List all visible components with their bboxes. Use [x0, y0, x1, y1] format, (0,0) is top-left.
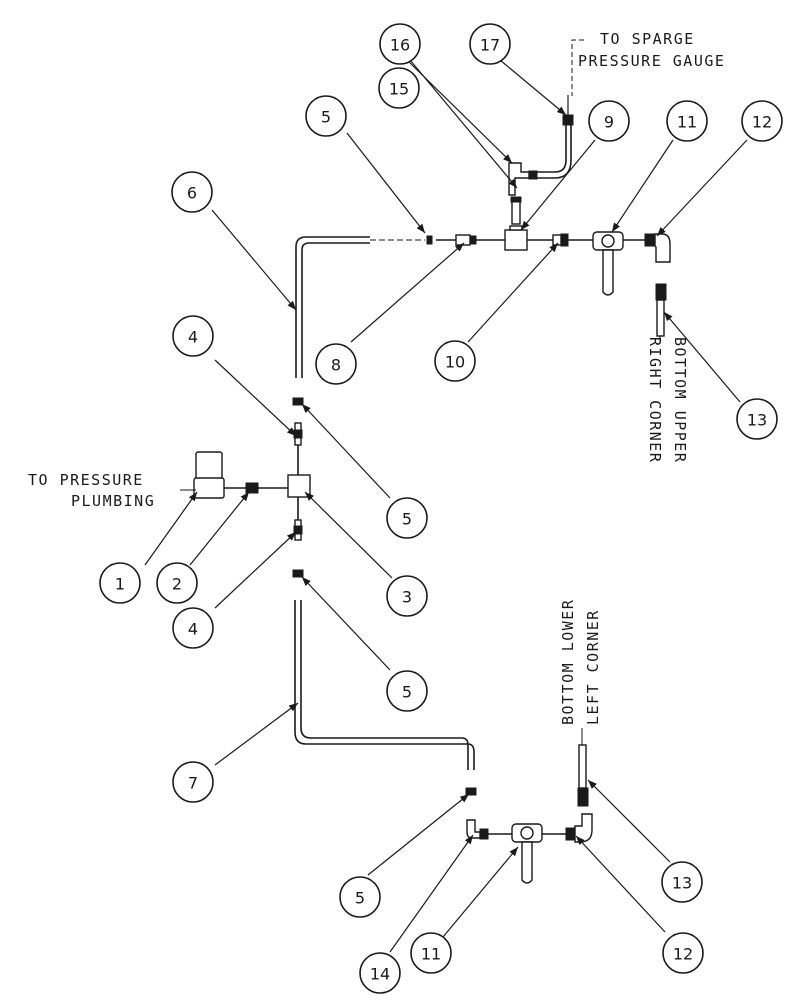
valve-11-lower-handle — [521, 841, 533, 884]
solenoid-1-body — [193, 477, 225, 499]
callout-17-label: 17 — [480, 36, 500, 55]
note-to-sparge-leader — [571, 39, 584, 96]
callout-5-bottom: 5 — [339, 876, 381, 918]
callout-16: 16 — [379, 23, 421, 65]
tee-9-top — [509, 225, 523, 231]
fitting-8-hex — [469, 235, 477, 245]
callout-4-lower: 4 — [172, 607, 214, 649]
note-upper-right-line1: BOTTOM UPPER — [671, 337, 689, 463]
nipple-13-upper — [655, 283, 667, 301]
callout-14: 14 — [359, 952, 401, 994]
callout-10-label: 10 — [445, 353, 465, 372]
callout-6: 6 — [171, 171, 213, 213]
tee-9 — [504, 229, 528, 251]
callout-1-label: 1 — [115, 575, 125, 594]
callout-5-top-label: 5 — [321, 108, 331, 127]
callout-7-label: 7 — [188, 774, 198, 793]
fitting-5-a — [292, 397, 304, 406]
elbow-12-upper — [654, 233, 671, 263]
callout-5-top: 5 — [305, 95, 347, 137]
fitting-5-c — [465, 787, 477, 796]
tee-3 — [287, 474, 311, 498]
note-to-sparge-line2: PRESSURE GAUGE — [578, 52, 725, 70]
callout-12-upper: 12 — [741, 100, 783, 142]
valve-11-stem — [601, 234, 615, 248]
nipple-13-lower — [577, 787, 589, 807]
callout-14-label: 14 — [370, 965, 390, 984]
fitting-5-b — [292, 569, 304, 578]
tube-17 — [537, 125, 572, 179]
callout-1: 1 — [99, 562, 141, 604]
callout-17: 17 — [469, 23, 511, 65]
pipe-7 — [294, 600, 475, 770]
callout-8-label: 8 — [331, 356, 341, 375]
callout-15: 15 — [378, 67, 420, 109]
callout-10: 10 — [434, 340, 476, 382]
callout-4-lower-label: 4 — [188, 620, 198, 639]
valve-11-lower-stem — [520, 826, 534, 840]
nipple-4-upper-hex — [293, 429, 303, 439]
callout-2-label: 2 — [172, 575, 182, 594]
callout-12-lower-label: 12 — [673, 945, 693, 964]
callout-7: 7 — [172, 761, 214, 803]
callout-5-lower-label: 5 — [402, 683, 412, 702]
callout-4-upper-label: 4 — [188, 328, 198, 347]
callout-2: 2 — [156, 562, 198, 604]
note-lower-left-line1: BOTTOM LOWER — [559, 599, 577, 725]
elbow-16-hex — [528, 170, 538, 180]
elbow-16 — [508, 162, 530, 196]
callout-4-upper: 4 — [172, 315, 214, 357]
callout-3: 3 — [386, 575, 428, 617]
elbow-12-lower-hex — [565, 827, 576, 841]
fitting-5-upper — [426, 235, 433, 245]
callout-15-label: 15 — [389, 80, 409, 99]
note-to-pressure-line1: TO PRESSURE — [28, 471, 144, 489]
callout-8: 8 — [315, 343, 357, 385]
callout-11-upper-label: 11 — [677, 113, 697, 132]
leader-lines — [144, 59, 748, 953]
callout-13-lower: 13 — [661, 861, 703, 903]
callout-12-lower: 12 — [662, 932, 704, 974]
pipe-13-upper — [656, 299, 665, 337]
fitting-10-hex — [560, 233, 569, 247]
callout-3-label: 3 — [402, 588, 412, 607]
pipe-13-lower — [578, 744, 587, 789]
callout-16-label: 16 — [390, 36, 410, 55]
elbow-14 — [466, 819, 481, 839]
valve-11-handle — [602, 249, 614, 296]
callout-13-lower-label: 13 — [672, 874, 692, 893]
note-upper-right-line2: RIGHT CORNER — [646, 337, 664, 463]
pipe-6 — [295, 236, 370, 378]
nipple-4-lower-hex — [293, 525, 303, 535]
callout-5-bottom-label: 5 — [355, 889, 365, 908]
callout-6-label: 6 — [187, 184, 197, 203]
note-to-sparge-line1: TO SPARGE — [600, 30, 695, 48]
callout-13-upper-label: 13 — [747, 411, 767, 430]
callout-5-mid-label: 5 — [402, 510, 412, 529]
callout-5-lower: 5 — [386, 670, 428, 712]
nipple-15-hex — [510, 196, 522, 203]
elbow-12-upper-hex — [644, 233, 656, 247]
callout-11-lower: 11 — [410, 932, 452, 974]
callout-11-upper: 11 — [666, 100, 708, 142]
note-to-pressure-line2: PLUMBING — [71, 492, 155, 510]
nipple-2 — [245, 482, 259, 494]
callout-11-lower-label: 11 — [421, 945, 441, 964]
callout-9-label: 9 — [604, 113, 614, 132]
elbow-14-hex — [479, 828, 489, 840]
solenoid-1-coil — [195, 451, 223, 481]
tube-17-end — [562, 114, 574, 126]
callout-12-upper-label: 12 — [752, 113, 772, 132]
note-lower-left-line2: LEFT CORNER — [584, 609, 602, 725]
callout-5-mid: 5 — [386, 497, 428, 539]
callout-9: 9 — [588, 100, 630, 142]
callout-13-upper: 13 — [736, 398, 778, 440]
